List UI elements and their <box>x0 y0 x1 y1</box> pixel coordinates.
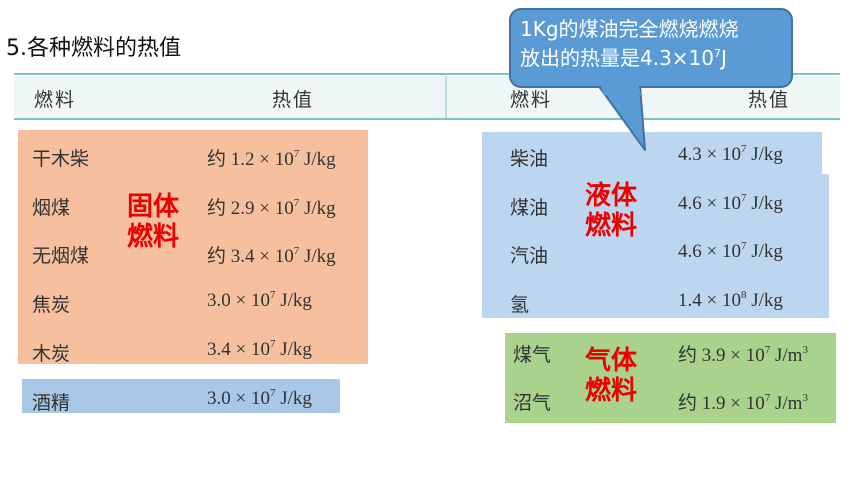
callout-text: 1Kg的煤油完全燃烧燃烧 放出的热量是4.3×107J <box>520 15 790 73</box>
liquid-fuel-name: 煤油 <box>510 198 549 219</box>
category-line: 燃料 <box>127 222 180 252</box>
alcohol-box <box>22 379 340 413</box>
solid-fuel-name: 焦炭 <box>32 295 71 316</box>
liquid-fuel-name: 汽油 <box>510 246 549 267</box>
gas-fuel-name: 沼气 <box>513 393 552 414</box>
liquid-fuel-box <box>482 132 829 318</box>
liquid-fuel-name: 柴油 <box>510 149 549 170</box>
header-right-value: 热值 <box>748 90 791 111</box>
solid-fuel-value: 约 1.2 × 107 J/kg <box>207 148 336 171</box>
solid-fuel-box <box>18 130 368 364</box>
category-line: 固体 <box>127 192 180 222</box>
header-left-fuel: 燃料 <box>34 90 77 111</box>
solid-fuel-value: 约 3.4 × 107 J/kg <box>207 245 336 268</box>
liquid-fuel-value: 4.3 × 107 J/kg <box>678 143 783 166</box>
alcohol-value: 3.0 × 107 J/kg <box>207 387 312 410</box>
category-line: 燃料 <box>585 376 638 406</box>
liquid-fuel-name: 氢 <box>510 295 530 316</box>
title-rule <box>14 73 840 75</box>
gas-fuel-value: 约 1.9 × 107 J/m3 <box>678 392 808 415</box>
category-line: 气体 <box>585 346 638 376</box>
table-header-divider <box>445 76 447 118</box>
liquid-fuel-value: 1.4 × 108 J/kg <box>678 289 783 312</box>
slide-title: 5.各种燃料的热值 <box>6 36 181 61</box>
callout-bubble <box>509 8 793 88</box>
category-line: 燃料 <box>585 211 638 241</box>
solid-fuel-value: 3.4 × 107 J/kg <box>207 338 312 361</box>
gas-fuel-value: 约 3.9 × 107 J/m3 <box>678 344 808 367</box>
liquid-fuel-value: 4.6 × 107 J/kg <box>678 240 783 263</box>
solid-fuel-value: 约 2.9 × 107 J/kg <box>207 197 336 220</box>
gas-fuel-name: 煤气 <box>513 345 552 366</box>
liquid-fuel-value: 4.6 × 107 J/kg <box>678 192 783 215</box>
gas-category-label: 气体 燃料 <box>585 346 637 406</box>
liquid-box-notch <box>822 132 832 174</box>
category-line: 液体 <box>585 181 638 211</box>
alcohol-name: 酒精 <box>32 393 71 414</box>
callout-line: 1Kg的煤油完全燃烧燃烧 <box>520 17 739 41</box>
liquid-category-label: 液体 燃料 <box>585 181 637 241</box>
table-header-rule <box>14 118 840 120</box>
solid-category-label: 固体 燃料 <box>127 192 179 252</box>
header-right-fuel: 燃料 <box>510 90 553 111</box>
gas-fuel-box <box>505 333 836 423</box>
solid-fuel-name: 无烟煤 <box>32 246 90 267</box>
solid-fuel-name: 烟煤 <box>32 198 71 219</box>
callout-line: 放出的热量是4.3×107J <box>520 46 727 70</box>
solid-fuel-value: 3.0 × 107 J/kg <box>207 289 312 312</box>
solid-fuel-name: 干木柴 <box>32 149 90 170</box>
header-left-value: 热值 <box>272 90 315 111</box>
solid-fuel-name: 木炭 <box>32 344 71 365</box>
